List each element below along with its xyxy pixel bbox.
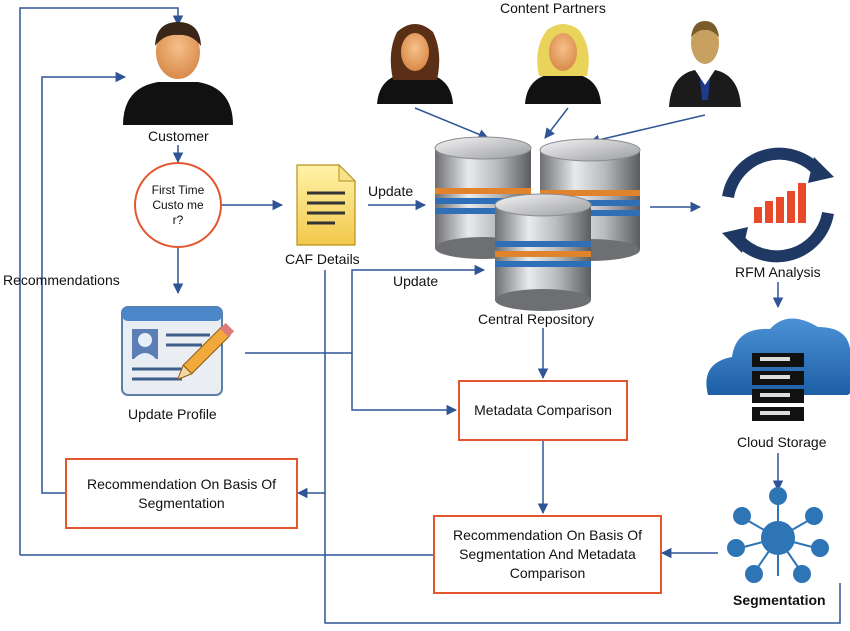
caf-details-label: CAF Details [285,251,360,267]
profile-card-icon [121,306,235,396]
person-icon [123,22,233,125]
metadata-comparison-box: Metadata Comparison [458,380,628,441]
central-repository-label: Central Repository [478,311,594,327]
rfm-chart-icon [722,147,834,263]
recommendations-label: Recommendations [3,272,120,288]
first-time-customer-decision: First Time Custo mer? [134,162,222,248]
rec-to-customer [41,71,127,494]
recommendation-segmentation-metadata-box: Recommendation On Basis Of Segmentation … [433,515,662,594]
person-icon [525,24,601,104]
partner1-to-repo [414,107,489,140]
segmentation-label: Segmentation [733,592,826,608]
profile-to-metadata [245,352,458,416]
loop-to-customer-top [19,7,184,555]
partner3-to-repo [588,114,706,145]
rfm-analysis-label: RFM Analysis [735,264,821,280]
partner2-to-repo [544,107,569,139]
update-profile-label: Update Profile [128,406,217,422]
update-label-top: Update [368,183,414,199]
caf-bottom-loop [324,270,841,624]
recommendation-segmentation-box: Recommendation On Basis Of Segmentation [65,458,298,529]
cloud-storage-label: Cloud Storage [737,434,827,450]
connectors [19,7,841,624]
customer-label: Customer [148,128,209,144]
database-icon [494,193,592,311]
profile-to-repo [351,264,486,353]
update-label-mid: Update [393,273,439,289]
network-hub-icon [727,487,829,583]
content-partners-label: Content Partners [500,0,606,16]
person-icon [377,24,453,104]
person-icon [669,21,741,107]
document-icon [296,163,357,246]
cloud-server-icon [706,318,850,421]
